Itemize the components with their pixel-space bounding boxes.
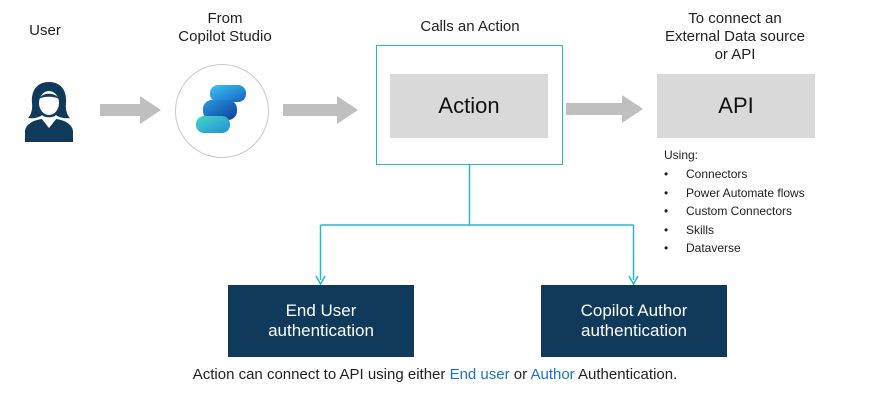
using-item: Connectors [664, 165, 805, 184]
using-item: Dataverse [664, 239, 805, 258]
using-title: Using: [664, 148, 699, 162]
from-copilot-studio-label: From Copilot Studio [178, 10, 272, 45]
api-box: API [657, 74, 815, 138]
user-icon [25, 82, 73, 142]
using-item: Custom Connectors [664, 202, 805, 221]
footer-caption: Action can connect to API using either E… [0, 366, 870, 383]
connect-api-label: To connect an External Data source or AP… [664, 10, 806, 63]
arrow-user-to-copilot [100, 96, 161, 124]
footer-middle: or [509, 366, 531, 383]
footer-author: Author [530, 366, 575, 383]
copilot-studio-logo [196, 85, 246, 133]
footer-end-user: End user [449, 366, 510, 383]
using-item: Power Automate flows [664, 184, 805, 203]
calls-action-label: Calls an Action [420, 18, 520, 35]
author-auth-box: Copilot Author authentication [541, 285, 727, 357]
user-label: User [29, 22, 61, 39]
using-item: Skills [664, 221, 805, 240]
action-box: Action [390, 74, 548, 138]
end-user-auth-box: End User authentication [228, 285, 414, 357]
action-frame [376, 45, 563, 165]
footer-prefix: Action can connect to API using either [192, 366, 450, 383]
footer-suffix: Authentication. [574, 366, 678, 383]
arrow-copilot-to-action [283, 96, 358, 124]
arrow-action-to-api [566, 95, 643, 123]
using-list: Using: Connectors Power Automate flows C… [664, 148, 805, 258]
